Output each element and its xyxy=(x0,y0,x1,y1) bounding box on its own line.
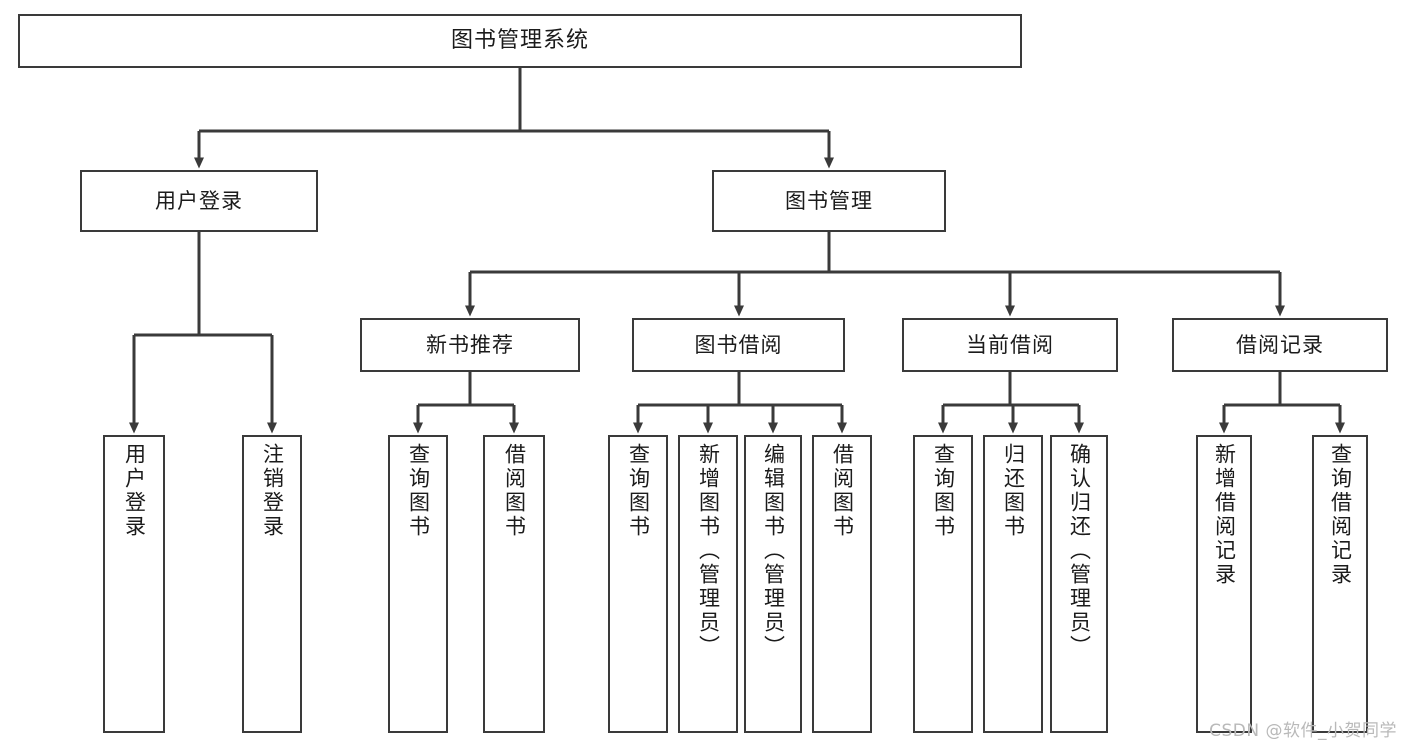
node-label: 新增图书（管理员） xyxy=(696,443,721,659)
node-label: 新书推荐 xyxy=(426,332,514,357)
node-leaf-return-book[interactable]: 归还图书 xyxy=(983,435,1043,733)
node-label: 用户登录 xyxy=(155,188,243,213)
node-leaf-query-book-recommend[interactable]: 查询图书 xyxy=(388,435,448,733)
node-branch-user-login[interactable]: 用户登录 xyxy=(80,170,318,232)
node-leaf-query-book-borrow[interactable]: 查询图书 xyxy=(608,435,668,733)
node-label: 借阅图书 xyxy=(502,443,527,539)
node-leaf-query-book-current[interactable]: 查询图书 xyxy=(913,435,973,733)
node-branch-book-management[interactable]: 图书管理 xyxy=(712,170,946,232)
node-leaf-confirm-return-admin[interactable]: 确认归还（管理员） xyxy=(1050,435,1108,733)
node-label: 归还图书 xyxy=(1001,443,1026,539)
node-label: 编辑图书（管理员） xyxy=(761,443,786,659)
node-label: 新增借阅记录 xyxy=(1212,443,1237,587)
node-leaf-user-login[interactable]: 用户登录 xyxy=(103,435,165,733)
node-subbranch-book-borrow[interactable]: 图书借阅 xyxy=(632,318,845,372)
node-subbranch-borrow-records[interactable]: 借阅记录 xyxy=(1172,318,1388,372)
node-leaf-add-book-admin[interactable]: 新增图书（管理员） xyxy=(678,435,738,733)
node-subbranch-new-book-recommend[interactable]: 新书推荐 xyxy=(360,318,580,372)
node-leaf-logout[interactable]: 注销登录 xyxy=(242,435,302,733)
node-label: 当前借阅 xyxy=(966,332,1054,357)
node-label: 借阅图书 xyxy=(830,443,855,539)
node-leaf-edit-book-admin[interactable]: 编辑图书（管理员） xyxy=(744,435,802,733)
node-label: 用户登录 xyxy=(122,443,147,539)
node-label: 查询借阅记录 xyxy=(1328,443,1353,587)
node-label: 查询图书 xyxy=(931,443,956,539)
node-label: 图书管理 xyxy=(785,188,873,213)
node-label: 图书借阅 xyxy=(694,332,783,357)
node-label: 图书管理系统 xyxy=(450,28,589,54)
node-label: 查询图书 xyxy=(406,443,431,539)
node-leaf-query-borrow-record[interactable]: 查询借阅记录 xyxy=(1312,435,1368,733)
node-leaf-borrow-book[interactable]: 借阅图书 xyxy=(812,435,872,733)
node-root[interactable]: 图书管理系统 xyxy=(18,14,1022,68)
node-label: 查询图书 xyxy=(626,443,651,539)
node-leaf-add-borrow-record[interactable]: 新增借阅记录 xyxy=(1196,435,1252,733)
node-subbranch-current-borrow[interactable]: 当前借阅 xyxy=(902,318,1118,372)
node-leaf-borrow-book-recommend[interactable]: 借阅图书 xyxy=(483,435,545,733)
node-label: 注销登录 xyxy=(260,443,285,539)
node-label: 确认归还（管理员） xyxy=(1067,443,1092,659)
node-label: 借阅记录 xyxy=(1236,332,1324,357)
